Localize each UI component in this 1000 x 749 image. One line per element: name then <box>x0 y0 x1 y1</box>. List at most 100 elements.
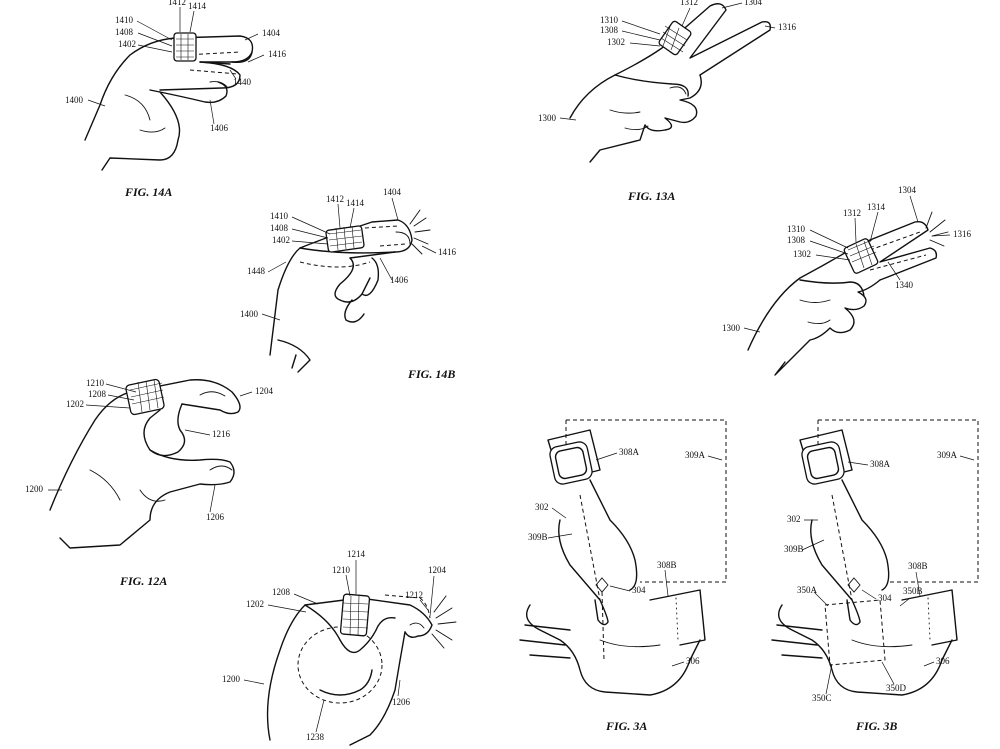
hand-drawing-14a <box>84 32 254 171</box>
ref-label: 350D <box>886 683 907 693</box>
ref-label: 350C <box>812 693 832 703</box>
ref-label: 1202 <box>246 599 264 609</box>
ref-label: 1210 <box>332 565 351 575</box>
figure-caption: FIG. 14B <box>407 367 455 381</box>
ref-label: 306 <box>936 656 950 666</box>
ref-label: 1238 <box>306 732 325 742</box>
ref-label: 1448 <box>247 266 266 276</box>
reference-labels-14a: 1410 1412 1414 1408 1402 1404 1416 1440 … <box>65 0 287 133</box>
ref-label: 1206 <box>392 697 411 707</box>
reference-labels-13a: 1312 1304 1310 1308 1302 1316 1300 <box>538 0 797 123</box>
figure-14a: 1410 1412 1414 1408 1402 1404 1416 1440 … <box>65 0 287 199</box>
interaction-drawing-3b <box>771 419 979 696</box>
ref-label: 1300 <box>722 323 741 333</box>
ref-label: 1304 <box>744 0 763 7</box>
ref-label: 1416 <box>268 49 287 59</box>
ref-label: 1312 <box>843 208 861 218</box>
ref-label: 1400 <box>240 309 259 319</box>
figure-12a: 1210 1208 1202 1204 1216 1200 1206 FIG. … <box>25 378 274 588</box>
ref-label: 1200 <box>222 674 241 684</box>
ref-label: 1410 <box>115 15 134 25</box>
ref-label: 1206 <box>206 512 225 522</box>
ref-label: 1402 <box>118 39 136 49</box>
ref-label: 1204 <box>428 565 447 575</box>
hand-drawing-12b <box>266 593 457 746</box>
ref-label: 308A <box>619 447 640 457</box>
ref-label: 1414 <box>346 198 365 208</box>
ref-label: 1340 <box>895 280 914 290</box>
figure-caption: FIG. 13A <box>627 189 675 203</box>
ref-label: 309B <box>528 532 548 542</box>
figure-caption: FIG. 12A <box>119 574 167 588</box>
ref-label: 309B <box>784 544 804 554</box>
ref-label: 1208 <box>88 389 107 399</box>
ref-label: 1202 <box>66 399 84 409</box>
ref-label: 1400 <box>65 95 84 105</box>
ref-label: 1214 <box>347 549 366 559</box>
ref-label: 350A <box>797 585 818 595</box>
ref-label: 1210 <box>86 378 105 388</box>
ref-label: 1314 <box>867 202 886 212</box>
reference-labels-13b: 1304 1312 1314 1310 1308 1302 1316 1340 … <box>722 185 972 333</box>
figure-caption: FIG. 3B <box>855 719 897 733</box>
ref-label: 309A <box>685 450 706 460</box>
ref-label: 1300 <box>538 113 557 123</box>
figure-13a: 1312 1304 1310 1308 1302 1316 1300 FIG. … <box>538 0 797 203</box>
ref-label: 1408 <box>270 223 289 233</box>
ref-label: 1414 <box>188 1 207 11</box>
ref-label: 1304 <box>898 185 917 195</box>
ref-label: 1212 <box>405 590 423 600</box>
figure-13b: 1304 1312 1314 1310 1308 1302 1316 1340 … <box>722 185 972 376</box>
ref-label: 302 <box>535 502 549 512</box>
ref-label: 1406 <box>390 275 409 285</box>
ref-label: 306 <box>686 656 700 666</box>
ref-label: 1412 <box>168 0 186 7</box>
ref-label: 1316 <box>953 229 972 239</box>
reference-labels-12a: 1210 1208 1202 1204 1216 1200 1206 <box>25 378 274 522</box>
interaction-drawing-3a <box>519 419 727 696</box>
ref-label: 304 <box>632 585 646 595</box>
ref-label: 302 <box>787 514 801 524</box>
ref-label: 1440 <box>233 77 252 87</box>
figure-12b: 1214 1210 1204 1208 1212 1202 1200 1206 … <box>222 549 457 746</box>
ref-label: 1316 <box>778 22 797 32</box>
figure-14b: 1410 1412 1414 1404 1408 1402 1416 1448 … <box>240 187 457 381</box>
ref-label: 1208 <box>272 587 291 597</box>
ref-label: 1302 <box>607 37 625 47</box>
ref-label: 1302 <box>793 249 811 259</box>
reference-labels-3b: 308A 309A 302 309B 308B 350A 304 350B 30… <box>784 450 975 703</box>
hand-drawing-12a <box>49 378 241 549</box>
ref-label: 1310 <box>600 15 619 25</box>
ref-label: 1416 <box>438 247 457 257</box>
ref-label: 1216 <box>212 429 231 439</box>
ref-label: 308B <box>908 561 928 571</box>
ref-label: 1402 <box>272 235 290 245</box>
ref-label: 1204 <box>255 386 274 396</box>
ref-label: 1200 <box>25 484 44 494</box>
ref-label: 1310 <box>787 224 806 234</box>
reference-labels-12b: 1214 1210 1204 1208 1212 1202 1200 1206 … <box>222 549 447 742</box>
hand-drawing-13a <box>569 3 772 163</box>
ref-label: 309A <box>937 450 958 460</box>
hand-drawing-13b <box>747 211 949 376</box>
reference-labels-14b: 1410 1412 1414 1404 1408 1402 1416 1448 … <box>240 187 457 321</box>
ref-label: 1406 <box>210 123 229 133</box>
ref-label: 1312 <box>680 0 698 7</box>
ref-label: 1404 <box>383 187 402 197</box>
ref-label: 1308 <box>787 235 806 245</box>
figure-caption: FIG. 3A <box>605 719 647 733</box>
ref-label: 1404 <box>262 28 281 38</box>
ref-label: 1308 <box>600 25 619 35</box>
ref-label: 304 <box>878 593 892 603</box>
figure-3b: 308A 309A 302 309B 308B 350A 304 350B 30… <box>771 419 979 733</box>
hand-drawing-14b <box>269 209 431 373</box>
figure-3a: 308A 309A 302 309B 308B 304 306 FIG. 3A <box>519 419 727 733</box>
reference-labels-3a: 308A 309A 302 309B 308B 304 306 <box>528 447 723 667</box>
ref-label: 308A <box>870 459 891 469</box>
figure-caption: FIG. 14A <box>124 185 172 199</box>
ref-label: 1412 <box>326 194 344 204</box>
ref-label: 350B <box>903 586 923 596</box>
ref-label: 1408 <box>115 27 134 37</box>
ref-label: 308B <box>657 560 677 570</box>
